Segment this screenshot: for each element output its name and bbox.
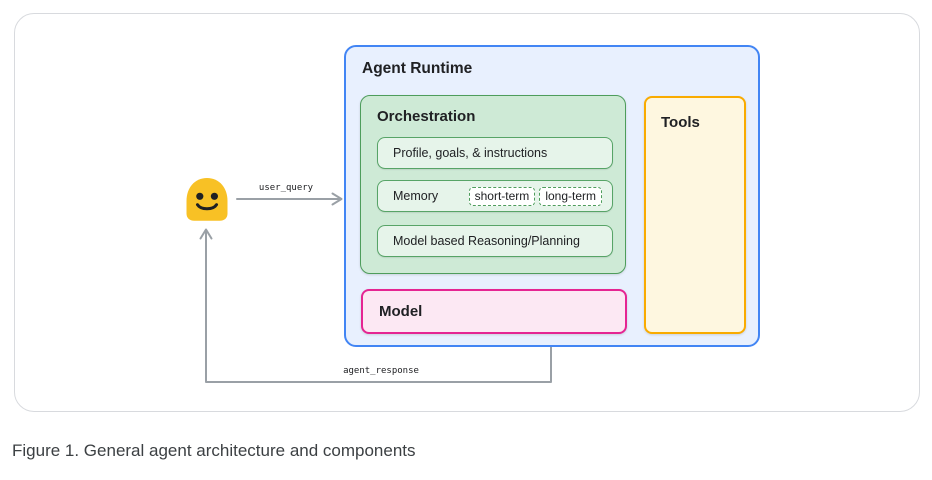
agent-response-label: agent_response — [343, 366, 419, 376]
user-smiley-icon — [186, 178, 228, 221]
model-box: Model — [361, 289, 627, 334]
user-query-label: user_query — [258, 183, 314, 193]
profile-goals-instructions-item: Profile, goals, & instructions — [377, 137, 613, 169]
orchestration-title: Orchestration — [377, 108, 476, 125]
reasoning-planning-item: Model based Reasoning/Planning — [377, 225, 613, 257]
user-query-arrow — [236, 192, 343, 206]
figure-caption: Figure 1. General agent architecture and… — [12, 441, 416, 460]
tools-box: Tools — [644, 96, 746, 334]
agent-runtime-box: Agent Runtime Orchestration Profile, goa… — [344, 45, 760, 347]
memory-chips: short-term long-term — [468, 186, 602, 206]
agent-runtime-title: Agent Runtime — [362, 60, 473, 77]
memory-label: Memory — [393, 189, 439, 203]
model-title: Model — [379, 303, 423, 320]
memory-item: Memory short-term long-term — [377, 180, 613, 212]
short-term-chip: short-term — [468, 186, 536, 206]
orchestration-box: Orchestration Profile, goals, & instruct… — [360, 95, 626, 274]
figure-card: user_query agent_response Agent Runtime … — [14, 13, 920, 412]
tools-title: Tools — [661, 114, 700, 131]
long-term-chip: long-term — [539, 186, 602, 206]
